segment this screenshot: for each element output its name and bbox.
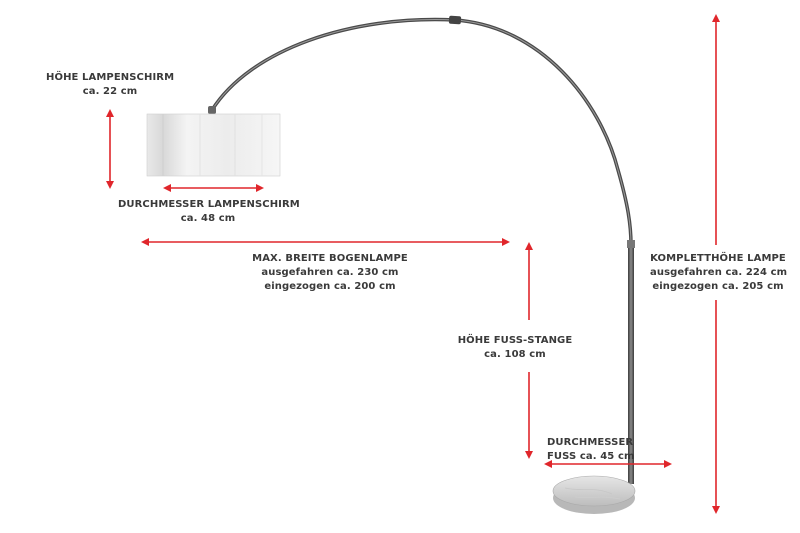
- max-width-title: MAX. BREITE BOGENLAMPE: [252, 253, 408, 264]
- total-height-extended: ausgefahren ca. 224 cm: [650, 267, 788, 278]
- base-diameter-line2: FUSS ca. 45 cm: [547, 451, 635, 462]
- shade-height-value: ca. 22 cm: [82, 86, 138, 97]
- shade-diameter-value: ca. 48 cm: [180, 213, 236, 224]
- pole-height-label: HÖHE FUSS-STANGE ca. 108 cm: [455, 334, 575, 362]
- base-diameter-line1: DURCHMESSER: [547, 437, 634, 448]
- marble-base: [552, 475, 636, 514]
- lamp-arc: [210, 15, 633, 247]
- base-diameter-label: DURCHMESSER FUSS ca. 45 cm: [547, 436, 647, 464]
- shade-diameter-title: DURCHMESSER LAMPENSCHIRM: [118, 199, 300, 210]
- max-width-retracted: eingezogen ca. 200 cm: [264, 281, 396, 292]
- shade-height-label: HÖHE LAMPENSCHIRM ca. 22 cm: [46, 71, 174, 99]
- pole-height-title: HÖHE FUSS-STANGE: [457, 335, 573, 346]
- total-height-label: KOMPLETTHÖHE LAMPE ausgefahren ca. 224 c…: [650, 252, 788, 294]
- total-height-title: KOMPLETTHÖHE LAMPE: [650, 253, 786, 264]
- pole-height-value: ca. 108 cm: [484, 349, 546, 360]
- max-width-extended: ausgefahren ca. 230 cm: [261, 267, 399, 278]
- lamp-shade: [146, 106, 281, 177]
- total-height-retracted: eingezogen ca. 205 cm: [652, 281, 784, 292]
- shade-diameter-label: DURCHMESSER LAMPENSCHIRM ca. 48 cm: [118, 198, 300, 226]
- shade-height-title: HÖHE LAMPENSCHIRM: [46, 72, 175, 83]
- max-width-label: MAX. BREITE BOGENLAMPE ausgefahren ca. 2…: [240, 252, 420, 294]
- lamp-pole: [627, 240, 635, 484]
